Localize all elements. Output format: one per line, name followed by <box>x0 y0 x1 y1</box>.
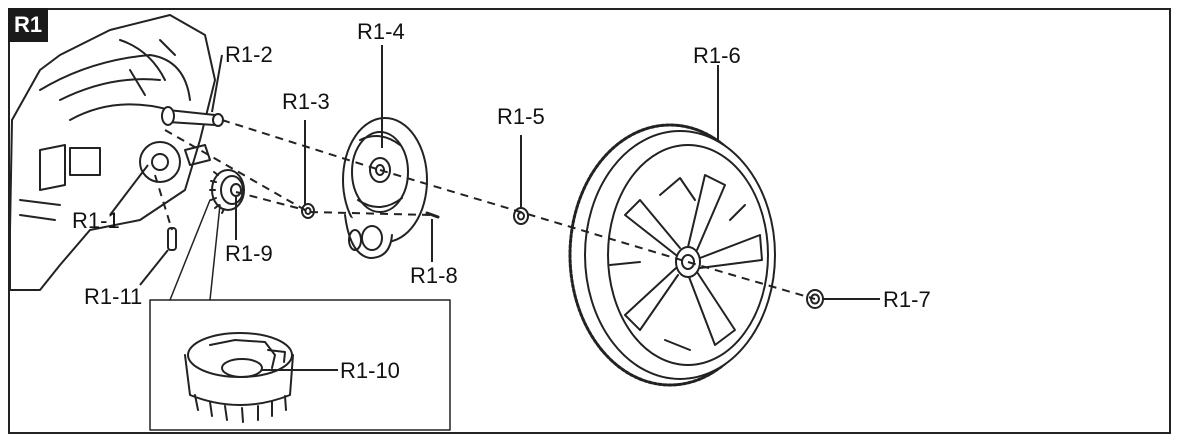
label-r1-6: R1-6 <box>693 43 741 68</box>
label-r1-11: R1-11 <box>84 284 143 309</box>
small-pin <box>425 211 440 219</box>
label-r1-3: R1-3 <box>282 89 330 114</box>
label-r1-9: R1-9 <box>225 241 273 266</box>
label-r1-10: R1-10 <box>340 358 400 383</box>
hub-cover <box>342 117 428 259</box>
label-r1-4: R1-4 <box>357 19 405 44</box>
leader-lines <box>109 45 880 371</box>
diagram-frame <box>8 8 1171 434</box>
label-r1-8: R1-8 <box>410 263 458 288</box>
label-r1-2: R1-2 <box>225 42 273 67</box>
figure-badge: R1 <box>8 8 48 42</box>
mower-housing <box>9 14 216 291</box>
label-r1-7: R1-7 <box>883 287 931 312</box>
retaining-clip <box>301 203 315 219</box>
alignment-lines <box>154 119 816 300</box>
wheel <box>568 123 776 387</box>
label-r1-1: R1-1 <box>72 208 120 233</box>
axle-shaft <box>161 106 224 127</box>
pin <box>167 227 177 251</box>
label-r1-5: R1-5 <box>497 104 545 129</box>
drive-gear <box>209 169 245 214</box>
detail-box <box>149 199 451 431</box>
